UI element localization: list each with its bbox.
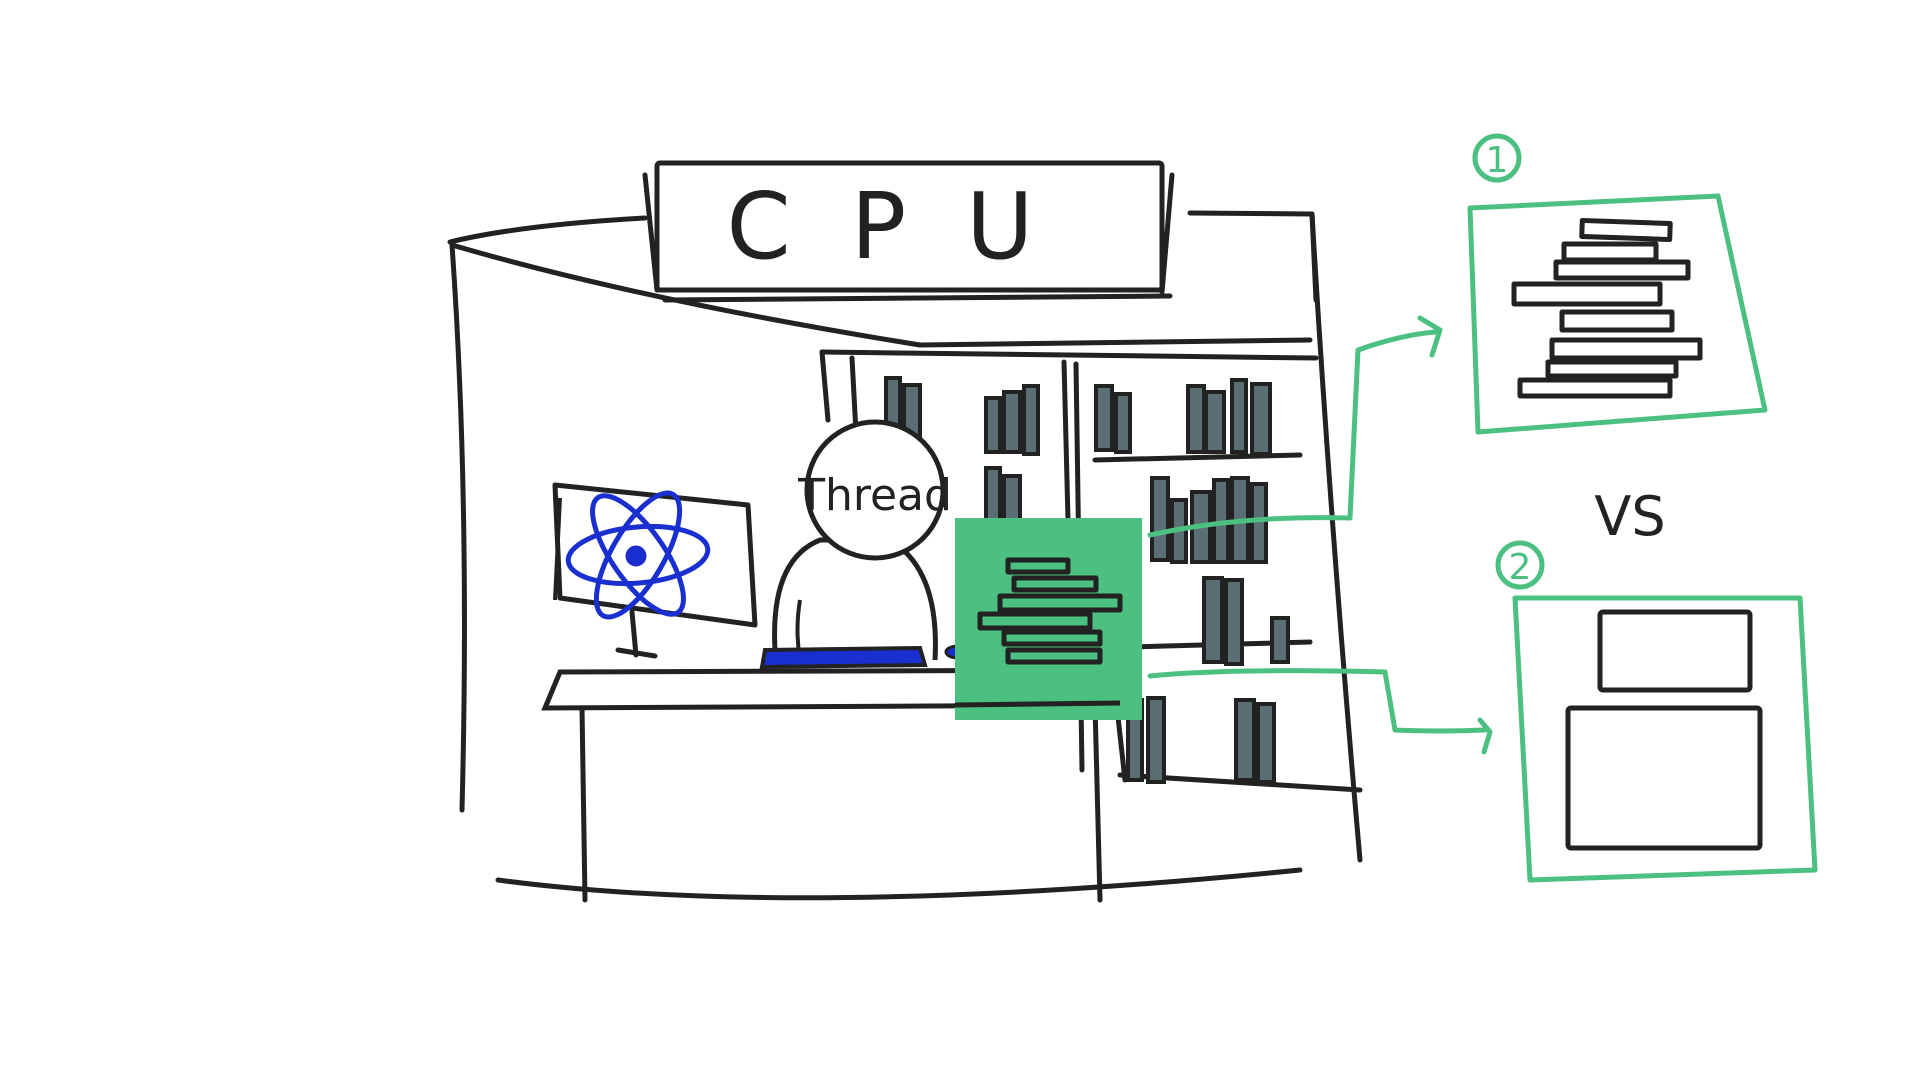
neat-boxes: [1565, 609, 1763, 851]
cpu-sign-text: CPU: [726, 173, 1093, 280]
option-1-number: 1: [1486, 140, 1509, 181]
option-2-panel: 2: [1495, 540, 1818, 883]
cpu-sign-board: [654, 160, 1165, 293]
monitor: [552, 482, 758, 659]
booth-left-wall: [449, 242, 467, 813]
option-1-panel: 1: [1467, 133, 1768, 435]
worker-head: [804, 419, 946, 561]
thread-worker: Thread: [772, 419, 952, 661]
desk-front-right: [1092, 702, 1103, 903]
keyboard: [759, 645, 928, 670]
worker-label: Thread: [797, 470, 952, 521]
booth-right-wall: [1309, 211, 1363, 863]
booth-floor: [495, 867, 1303, 901]
react-atom-icon: [565, 490, 711, 620]
desk-front-left: [579, 705, 588, 903]
cpu-sign: CPU: [642, 160, 1175, 303]
option-2-number: 2: [1509, 547, 1532, 588]
connector-arrows: [1147, 315, 1493, 755]
booth-top-left-edge: [447, 215, 648, 245]
booth: [447, 210, 1363, 901]
arrow-to-option-2: [1147, 668, 1488, 734]
messy-book-stack: [1511, 217, 1703, 399]
arrow-to-option-1: [1147, 329, 1438, 538]
comparison-label: VS: [1594, 485, 1665, 548]
highlighted-book-stack: [954, 518, 1142, 720]
booth-top-right-edge: [1187, 210, 1319, 303]
